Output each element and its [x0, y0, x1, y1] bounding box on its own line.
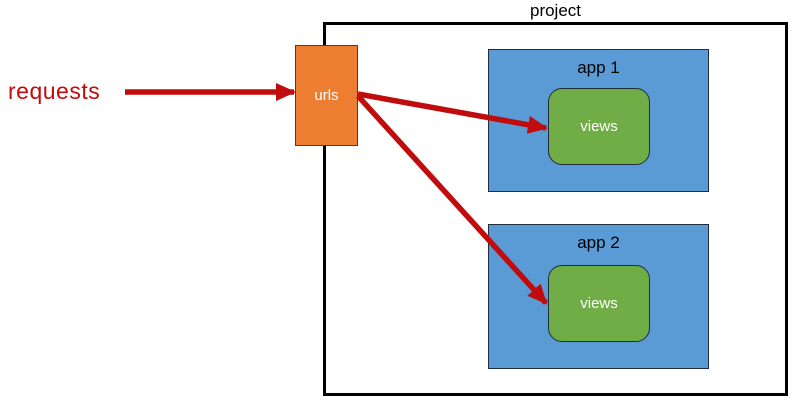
app2-views-label: views	[580, 295, 618, 312]
app2-box: app 2 views	[488, 224, 709, 369]
app1-views-label: views	[580, 118, 618, 135]
app2-label: app 2	[577, 233, 620, 252]
urls-node: urls	[295, 45, 358, 146]
app2-views-node: views	[548, 265, 650, 342]
app1-views-node: views	[548, 88, 650, 165]
urls-label: urls	[314, 87, 339, 104]
app1-box: app 1 views	[488, 49, 709, 192]
project-label: project	[529, 1, 582, 20]
requests-label: requests	[8, 78, 101, 104]
app1-label: app 1	[577, 58, 620, 77]
